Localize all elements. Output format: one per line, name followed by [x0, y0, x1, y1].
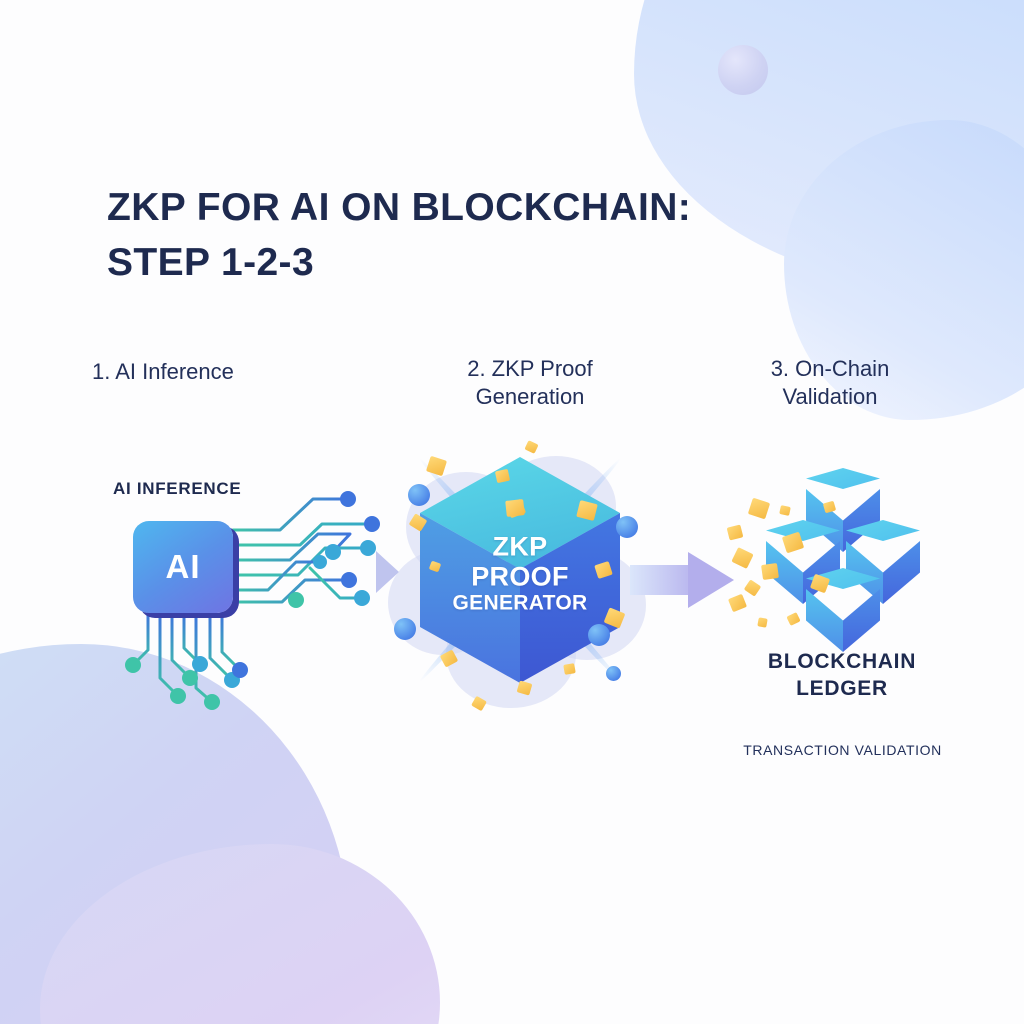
blue-sphere [616, 516, 638, 538]
step-label-1-text: 1. AI Inference [92, 359, 234, 384]
step-label-3-line-1: 3. On-Chain [770, 356, 890, 381]
step-label-1: 1. AI Inference [92, 358, 392, 386]
blue-sphere [588, 624, 610, 646]
gold-particle [563, 663, 576, 675]
blockchain-ledger-line-1: BLOCKCHAIN [767, 650, 917, 673]
cube-left-face [806, 589, 843, 652]
arrow-shaft [630, 565, 692, 595]
zkp-cube-line-3: GENERATOR [452, 591, 588, 615]
blockchain-ledger-caption: BLOCKCHAIN LEDGER [702, 648, 982, 703]
block-arrow-right-icon [630, 552, 734, 608]
ai-inference-caption: AI INFERENCE [113, 479, 242, 498]
gold-particle [761, 562, 779, 581]
transaction-validation-caption: TRANSACTION VALIDATION [743, 742, 942, 758]
zkp-cube-text: ZKP PROOF GENERATOR [420, 531, 620, 615]
ai-chip-icon: AI [133, 521, 233, 613]
cube-right-face [883, 541, 920, 604]
blockchain-ledger-line-2: LEDGER [796, 677, 888, 701]
gold-particle [786, 612, 801, 626]
cube-right-face [843, 589, 880, 652]
step-label-2-line-1: 2. ZKP Proof [467, 356, 593, 381]
blockchain-cube [806, 568, 880, 652]
step-label-3-line-2: Validation [782, 384, 878, 410]
top-right-blob-secondary [784, 120, 1024, 420]
blue-sphere [408, 484, 430, 506]
gold-particle [505, 499, 525, 517]
page-title-line-1: ZKP FOR AI ON BLOCKCHAIN: [107, 186, 692, 229]
gold-particle [747, 497, 771, 520]
blockchain-cube [806, 468, 880, 552]
blockchain-cube [766, 520, 840, 604]
blue-sphere [606, 666, 621, 681]
page-title-line-2: STEP 1-2-3 [107, 240, 315, 284]
gold-particle [731, 547, 754, 569]
gold-particle [524, 440, 539, 454]
gold-particle [726, 524, 744, 541]
blockchain-cubes-icon [726, 468, 952, 652]
gold-particle [743, 579, 762, 597]
gold-particle [779, 505, 791, 516]
cube-top-face [806, 468, 880, 489]
page-title: ZKP FOR AI ON BLOCKCHAIN: STEP 1-2-3 [107, 181, 867, 290]
decorative-circle-icon [718, 45, 768, 95]
step-label-3: 3. On-Chain Validation [700, 355, 960, 411]
zkp-cube-line-1: ZKP [492, 531, 548, 562]
blue-sphere [394, 618, 416, 640]
zkp-cube-line-2: PROOF [471, 561, 569, 592]
zkp-cube-icon: ZKP PROOF GENERATOR [378, 420, 662, 720]
gold-particle [727, 593, 748, 613]
ai-chip-label: AI [165, 548, 201, 585]
step-label-2: 2. ZKP Proof Generation [400, 355, 660, 411]
cube-top-face [846, 520, 920, 541]
step-label-2-line-2: Generation [475, 384, 585, 410]
gold-particle [757, 617, 768, 628]
arrow-head [688, 552, 734, 608]
